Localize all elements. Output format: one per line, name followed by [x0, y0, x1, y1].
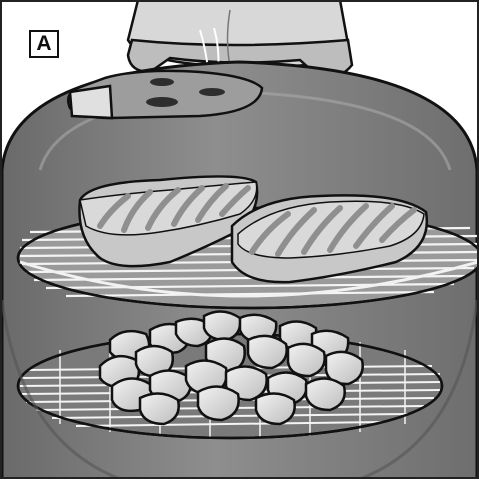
panel-label: A — [29, 30, 59, 58]
lid-vent — [68, 71, 262, 118]
